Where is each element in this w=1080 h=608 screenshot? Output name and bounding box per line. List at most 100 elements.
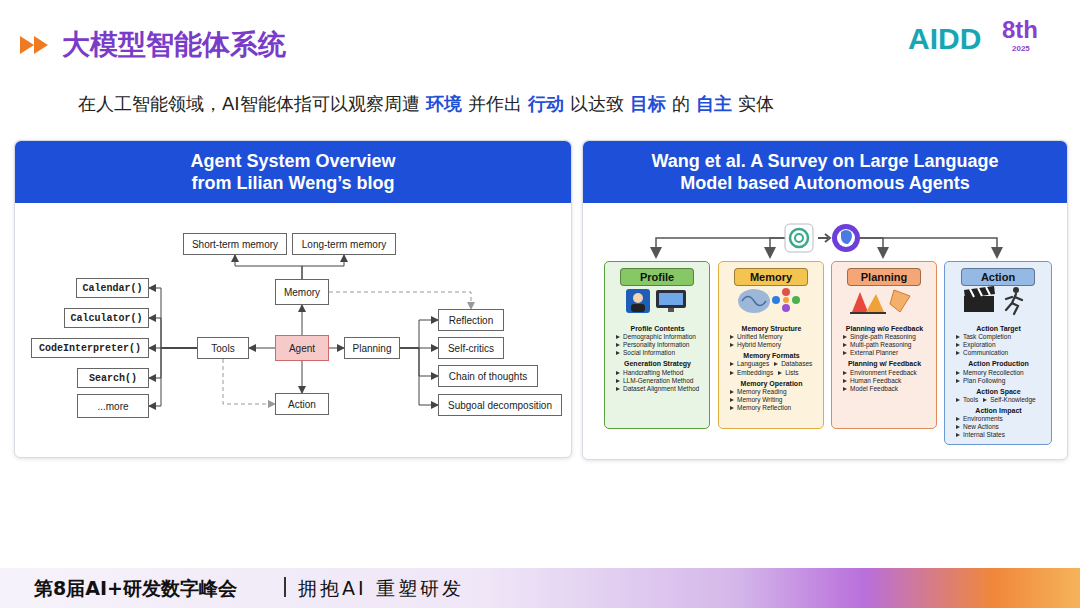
connector xyxy=(235,255,302,279)
bullet-group: Memory RecollectionPlan Following xyxy=(950,369,1047,385)
bullet-group: Languages DatabasesEmbeddings Lists xyxy=(724,360,819,376)
module-pill: Profile xyxy=(620,268,694,286)
component-box: Action xyxy=(275,393,329,415)
panel-heading: Wang et al. A Survey on Large Language M… xyxy=(625,150,1025,195)
memory-icons xyxy=(736,286,806,316)
connector xyxy=(400,320,438,348)
bullet-group: Demographic InformationPersonality Infor… xyxy=(610,333,705,357)
module-subheading: Profile Contents xyxy=(610,324,705,333)
tool-box: CodeInterpreter() xyxy=(31,338,149,358)
bullet-group: Single-path ReasoningMulti-path Reasonin… xyxy=(837,333,932,357)
title-arrow-icon xyxy=(20,35,54,55)
source-panel: Wang et al. A Survey on Large Language M… xyxy=(582,140,1068,460)
module-contents: Memory StructureUnified MemoryHybrid Mem… xyxy=(724,322,819,412)
bullet-item: Model Feedback xyxy=(843,385,898,393)
subtitle-text: 的 xyxy=(672,92,690,116)
module-pill: Planning xyxy=(847,268,921,286)
module-title: Planning xyxy=(861,271,907,283)
bullet-item: Personality Information xyxy=(616,341,689,349)
module-title: Memory xyxy=(750,271,792,283)
box-label: Search() xyxy=(89,373,137,384)
connector xyxy=(400,348,438,405)
box-label: Self-critics xyxy=(448,343,494,354)
module-column: MemoryMemory StructureUnified MemoryHybr… xyxy=(718,261,824,429)
box-label: Short-term memory xyxy=(192,239,278,250)
connector xyxy=(149,288,197,348)
bullet-group: ToolsSelf-Knowledge xyxy=(950,396,1047,404)
bullet-item: Plan Following xyxy=(956,377,1005,385)
footer-slogan: 拥抱AI 重塑研发 xyxy=(298,576,464,602)
module-subheading: Memory Structure xyxy=(724,324,819,333)
module-subheading: Planning w/ Feedback xyxy=(837,359,932,368)
keyword: 目标 xyxy=(630,92,666,116)
keyword: 自主 xyxy=(696,92,732,116)
module-contents: Planning w/o FeedbackSingle-path Reasoni… xyxy=(837,322,932,393)
logo-text: AIDD xyxy=(908,22,981,56)
connector xyxy=(302,305,303,335)
bullet-item: Hybrid Memory xyxy=(730,341,781,349)
bullet-item: Social Information xyxy=(616,349,675,357)
bullet-item: Languages xyxy=(730,360,769,368)
planning-method-box: Reflection xyxy=(438,309,504,331)
tool-box: Calculator() xyxy=(64,308,149,328)
bullet-item: Embeddings xyxy=(730,369,773,377)
subtitle-row: 在人工智能领域，AI智能体指可以观察周遭环境并作出行动以达致目标的自主实体 xyxy=(78,92,774,116)
box-label: Reflection xyxy=(449,315,493,326)
bullet-item: New Actions xyxy=(956,423,999,431)
box-label: Calculator() xyxy=(70,313,142,324)
box-label: Subgoal decomposition xyxy=(448,400,552,411)
box-label: Tools xyxy=(211,343,234,354)
bullet-item: Databases xyxy=(774,360,812,368)
tool-box: ...more xyxy=(77,394,149,418)
bullet-item: Memory Reflection xyxy=(730,404,791,412)
module-subheading: Memory Operation xyxy=(724,379,819,388)
logo-year: 2025 xyxy=(1012,44,1030,53)
bullet-item: Memory Reading xyxy=(730,388,787,396)
module-pill: Memory xyxy=(734,268,808,286)
bullet-item: Single-path Reasoning xyxy=(843,333,916,341)
connector xyxy=(302,361,303,393)
dashed-connector xyxy=(223,359,275,404)
bullet-item: Human Feedback xyxy=(843,377,901,385)
bullet-item: Communication xyxy=(956,349,1008,357)
bullet-item: Internal States xyxy=(956,431,1005,439)
module-column: ProfileProfile ContentsDemographic Infor… xyxy=(604,261,710,429)
module-subheading: Action Target xyxy=(950,324,1047,333)
dashed-connector xyxy=(329,292,471,309)
component-box: Planning xyxy=(344,337,400,359)
bullet-group: Unified MemoryHybrid Memory xyxy=(724,333,819,349)
keyword: 行动 xyxy=(528,92,564,116)
panel-header: Wang et al. A Survey on Large Language M… xyxy=(583,141,1067,203)
module-subheading: Action Space xyxy=(950,387,1047,396)
box-label: Calendar() xyxy=(82,283,142,294)
profile-icons xyxy=(624,286,690,316)
module-title: Profile xyxy=(640,271,674,283)
box-label: Agent xyxy=(289,343,315,354)
module-subheading: Memory Formats xyxy=(724,351,819,360)
panel-header: Agent System Overview from Lilian Weng’s… xyxy=(15,141,571,203)
connector xyxy=(329,348,344,349)
bullet-group: Handcrafting MethodLLM-Generation Method… xyxy=(610,369,705,393)
bullet-item: Unified Memory xyxy=(730,333,783,341)
module-subheading: Generation Strategy xyxy=(610,359,705,368)
subtitle-text: 在人工智能领域，AI智能体指可以观察周遭 xyxy=(78,92,420,116)
bullet-item: Lists xyxy=(778,369,798,377)
subtitle-text: 实体 xyxy=(738,92,774,116)
module-column: ActionAction TargetTask CompletionExplor… xyxy=(944,261,1052,445)
connector xyxy=(149,318,197,348)
bullet-item: Exploration xyxy=(956,341,996,349)
agent-box: Agent xyxy=(275,335,329,361)
tool-box: Search() xyxy=(77,368,149,388)
planning-icons xyxy=(848,286,918,316)
component-box: Tools xyxy=(197,337,249,359)
bullet-group: Task CompletionExplorationCommunication xyxy=(950,333,1047,357)
module-subheading: Action Production xyxy=(950,359,1047,368)
bullet-item: Environments xyxy=(956,415,1003,423)
subtitle-text: 并作出 xyxy=(468,92,522,116)
module-contents: Profile ContentsDemographic InformationP… xyxy=(610,322,705,393)
keyword: 环境 xyxy=(426,92,462,116)
planning-method-box: Subgoal decomposition xyxy=(438,394,562,416)
source-panel: Agent System Overview from Lilian Weng’s… xyxy=(14,140,572,458)
tool-box: Calendar() xyxy=(76,278,149,298)
